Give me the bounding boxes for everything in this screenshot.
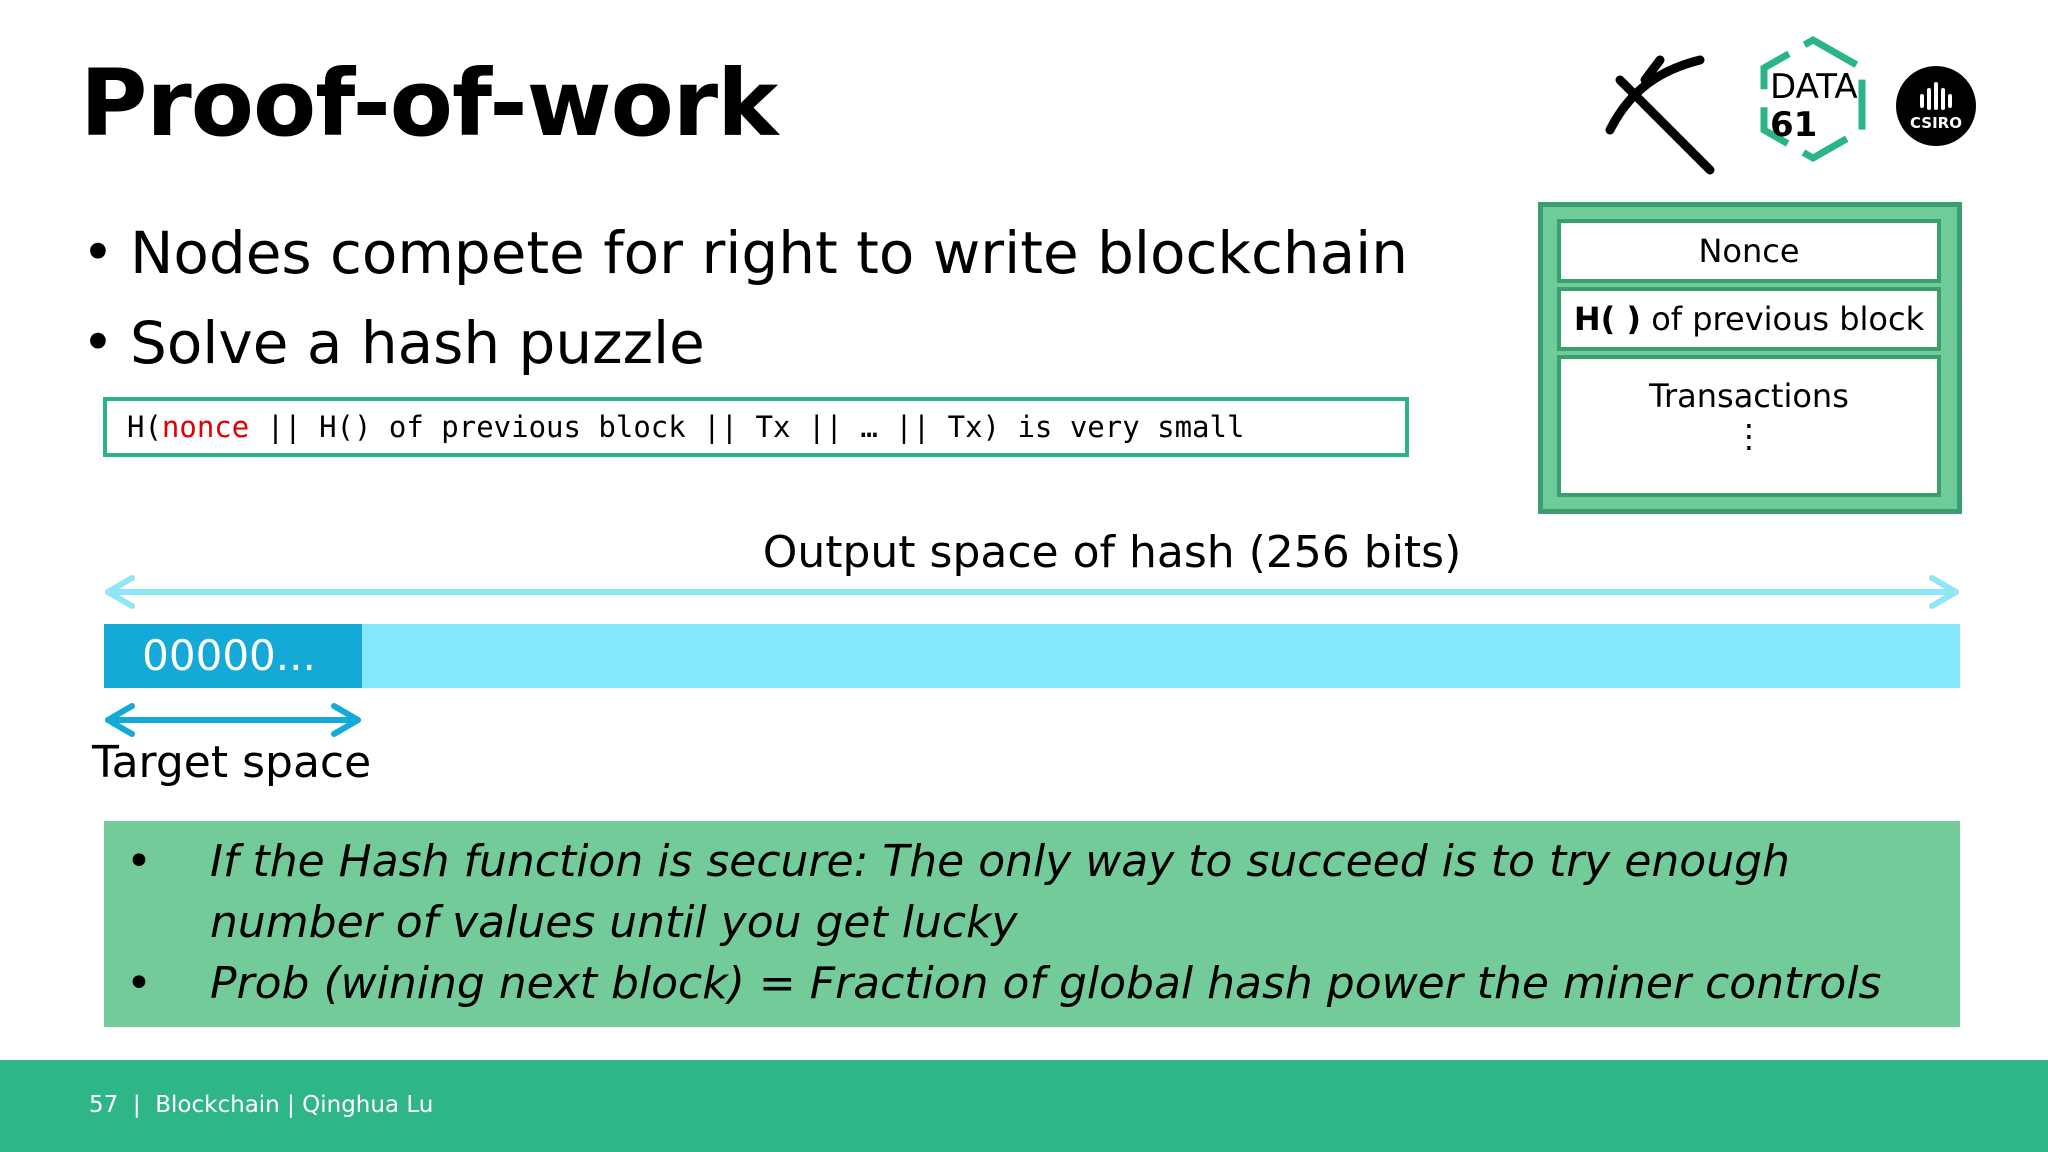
notes-list: If the Hash function is secure: The only… [126,831,1936,1014]
footer-text: 57 | Blockchain | Qinghua Lu [89,1092,434,1118]
note-item: Prob (wining next block) = Fraction of g… [126,953,1936,1014]
block-diagram: Nonce H( ) of previous block Transaction… [1538,202,1962,514]
block-transactions-cell: Transactions ⋮ [1557,355,1941,497]
notes-box: If the Hash function is secure: The only… [104,821,1960,1027]
block-hash-suffix: of previous block [1641,300,1925,338]
csiro-logo: CSIRO [1896,66,1976,146]
target-space-arrow [105,703,361,737]
block-nonce-cell: Nonce [1557,219,1941,283]
target-space-label: Target space [92,737,372,788]
data61-line1: DATA [1770,67,1858,107]
block-hash-prefix: H( ) [1573,300,1642,338]
footer-bar: 57 | Blockchain | Qinghua Lu [0,1060,2048,1152]
csiro-text: CSIRO [1910,114,1962,132]
target-range-bar: 00000... [104,624,362,688]
formula-rest: || H() of previous block || Tx || … || T… [249,410,1245,444]
formula-nonce: nonce [161,410,250,444]
block-prev-hash-cell: H( ) of previous block [1557,287,1941,351]
output-space-arrow [105,575,1959,609]
data61-line2: 61 [1770,105,1817,145]
main-bullets: Nodes compete for right to write blockch… [82,208,1408,388]
bullet-item: Nodes compete for right to write blockch… [82,208,1408,298]
hash-puzzle-formula: H(nonce || H() of previous block || Tx |… [103,397,1409,457]
block-transactions-label: Transactions [1649,377,1849,415]
data61-logo: DATA 61 [1760,35,1866,163]
slide-title: Proof-of-work [80,50,778,157]
output-space-label: Output space of hash (256 bits) [762,527,1462,578]
note-item: If the Hash function is secure: The only… [126,831,1936,953]
bullet-item: Solve a hash puzzle [82,298,1408,388]
hash-output-bar [104,624,1960,688]
logo-group: DATA 61 CSIRO [1605,35,1976,175]
pickaxe-icon [1605,55,1715,175]
formula-prefix: H( [127,410,162,444]
